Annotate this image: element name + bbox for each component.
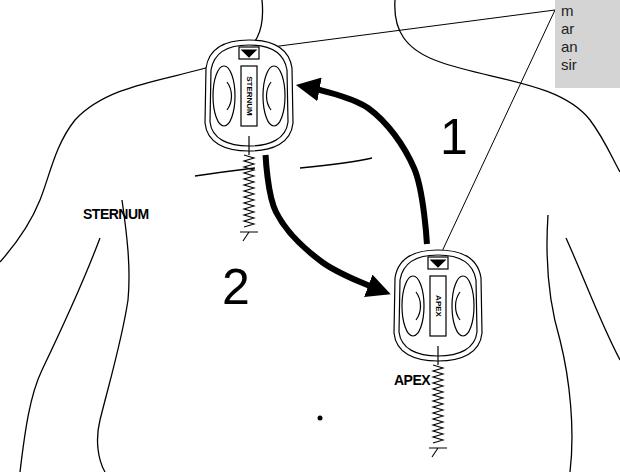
electrode-device: STERNUMSTERNUM [203, 38, 295, 153]
placement-label: STERNUM [83, 206, 149, 222]
device-housing [394, 250, 482, 361]
right-pectoral-line [300, 158, 372, 168]
indicator-window [428, 257, 448, 269]
lead-end [429, 448, 447, 457]
lead-coil [433, 365, 443, 443]
right-arm-inner [566, 238, 620, 360]
swap-arrow [266, 155, 384, 292]
step-number: 1 [440, 112, 468, 162]
lead-end [240, 232, 258, 241]
indicator-window [239, 47, 259, 59]
left-arm-inner [20, 238, 100, 472]
device-inscription: STERNUM [244, 76, 254, 116]
leader-line [438, 10, 555, 260]
placement-label: APEX [394, 372, 430, 388]
lead-coil [244, 155, 254, 227]
label-panel [430, 276, 446, 336]
device-inscription: APEX [433, 295, 443, 317]
callout-note: m ar an sir [561, 2, 587, 74]
label-panel [241, 66, 257, 126]
device-inner-rim [399, 255, 477, 356]
device-inner-rim [210, 45, 288, 146]
leader-line [249, 10, 555, 50]
electrode-device: APEXAPEX [392, 248, 484, 363]
right-neck-shoulder [395, 0, 620, 172]
lead-stem [437, 346, 438, 365]
pad-bulge [416, 292, 460, 320]
device-drawing [394, 250, 482, 365]
callout-box: m ar an sir [555, 0, 620, 88]
swap-arrow [303, 86, 427, 244]
left-torso-side [98, 200, 130, 472]
indicator-triangle [431, 260, 445, 267]
device-housing [205, 40, 293, 151]
lead-stem [248, 136, 249, 155]
right-torso-side [547, 215, 572, 472]
navel [318, 416, 323, 421]
device-drawing [205, 40, 293, 155]
step-number: 2 [222, 262, 250, 312]
indicator-triangle [242, 50, 256, 57]
